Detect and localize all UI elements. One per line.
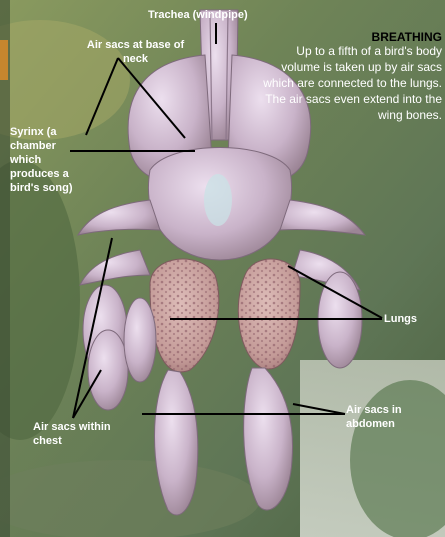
chest-sac-left-inner — [124, 298, 156, 382]
label-trachea: Trachea (windpipe) — [148, 8, 248, 22]
label-neck-air-sacs: Air sacs at base of neck — [78, 38, 193, 66]
label-lungs: Lungs — [384, 312, 417, 326]
label-chest-air-sacs: Air sacs within chest — [33, 420, 113, 448]
breathing-heading: BREATHING — [300, 30, 442, 44]
label-syrinx: Syrinx (a chamber which produces a bird'… — [10, 125, 86, 195]
label-abdomen-air-sacs: Air sacs in abdomen — [346, 403, 426, 431]
breathing-description: Up to a fifth of a bird's body volume is… — [258, 43, 442, 123]
chest-sac-left — [88, 330, 128, 410]
